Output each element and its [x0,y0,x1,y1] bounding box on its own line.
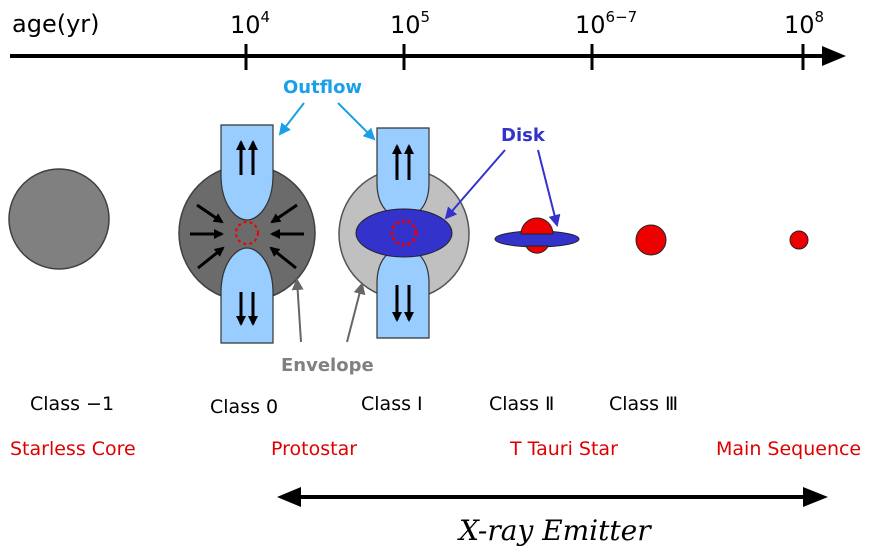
outflow-lobe-bottom [376,247,430,339]
stage-label: T Tauri Star [509,438,618,460]
infall-arrows [190,203,304,270]
accretion-disk [355,208,453,258]
class-label: Class Ⅱ [489,393,554,415]
disk-label: Disk [501,125,546,146]
outflow-label: Outflow [283,77,362,98]
class-label: Class −1 [30,393,114,415]
class-label: Class Ⅲ [609,393,678,415]
age-axis-arrowhead [822,46,846,66]
starless-core [8,168,110,270]
axis-tick-label: 108 [784,8,824,39]
envelope-label: Envelope [281,355,374,376]
disk-pointer-right [537,149,561,227]
protostar-core [390,219,418,247]
class-0-protostar [178,124,316,344]
class-1-protostar [338,127,470,339]
axis-label: age(yr) [12,10,100,38]
xray-range-arrow-left [277,487,301,507]
class-2-t-tauri [494,217,580,254]
forming-protostar-core [235,221,259,245]
stage-label: Main Sequence [716,438,861,460]
axis-tick-label: 106−7 [575,8,637,39]
outflow-direction-arrows [236,140,258,326]
axis-tick-label: 105 [390,8,430,39]
envelope-pointer-right [346,282,366,343]
xray-range-arrow-right [803,487,828,507]
main-sequence-star [789,230,809,250]
stage-label: Protostar [271,438,357,460]
xray-emitter-label: X-ray Emitter [457,514,652,547]
class-3-star [635,224,667,256]
class-label: Class Ⅰ [361,393,423,415]
outflow-direction-arrows [392,144,414,322]
xray-emitter-range [277,487,828,507]
outflow-pointer-left [278,102,305,136]
t-tauri-star-upper [520,217,554,235]
envelope-pointer-left [291,278,304,343]
outflow-lobe-bottom [220,247,274,344]
outflow-lobe-top [376,127,430,219]
class-label: Class 0 [210,396,278,418]
outflow-pointer-right [337,102,376,141]
axis-tick-label: 104 [230,8,270,39]
disk-pointer-left [444,149,506,220]
age-axis: age(yr) 104 105 106−7 108 [10,8,846,70]
outflow-lobe-top [220,124,274,221]
t-tauri-star-lower [525,245,549,254]
stage-label: Starless Core [10,438,136,460]
